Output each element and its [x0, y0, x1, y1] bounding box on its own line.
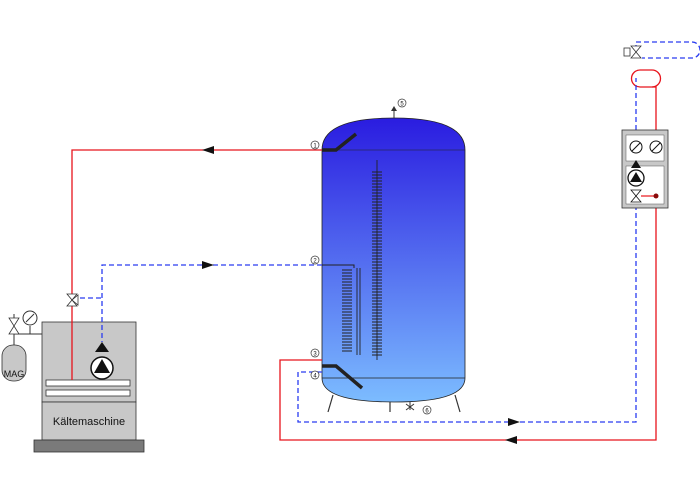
tank-coil-short: [342, 268, 361, 355]
tank-coil-tall: [372, 160, 382, 360]
connection-label-4: 4: [313, 374, 317, 380]
tank-connection-2-pipe: [322, 264, 355, 268]
expansion-vessel-label: MAG: [4, 369, 25, 379]
tank-inlet-top: [322, 132, 358, 152]
tank-drain: [405, 402, 415, 411]
chiller-label: Kältemaschine: [53, 416, 125, 428]
chiller: Kältemaschine: [33, 321, 145, 453]
connection-marker-6: 6: [422, 405, 432, 415]
connection-marker-4: 4: [310, 370, 320, 380]
connection-marker-3: 3: [310, 348, 320, 358]
pressure-gauge-icon: [22, 310, 38, 334]
connection-label-3: 3: [313, 352, 317, 358]
consumer-top-valve-icon: [623, 45, 642, 59]
consumer-station: [621, 129, 669, 209]
tank-vent: [391, 106, 397, 118]
consumer-pump-icon: [627, 160, 645, 187]
connection-marker-1: 1: [310, 140, 320, 150]
pump-icon: [90, 342, 114, 380]
connection-label-1: 1: [313, 144, 317, 150]
flow-arrows: [202, 146, 520, 444]
consumer-valve-icon: [630, 189, 659, 203]
expansion-vessel: MAG: [1, 334, 27, 382]
connection-marker-5: 5: [397, 98, 407, 108]
connection-marker-2: 2: [310, 255, 320, 265]
connection-label-5: 5: [400, 102, 404, 108]
connection-label-6: 6: [425, 409, 429, 415]
consumer-gauge-right-icon: [649, 140, 663, 154]
consumer-gauge-left-icon: [629, 140, 643, 154]
valve-icon: [66, 293, 79, 307]
buffer-tank: [321, 117, 466, 413]
connection-label-2: 2: [313, 259, 317, 265]
safety-valve-icon: [8, 314, 42, 335]
tank-inlet-bottom: [322, 364, 364, 390]
